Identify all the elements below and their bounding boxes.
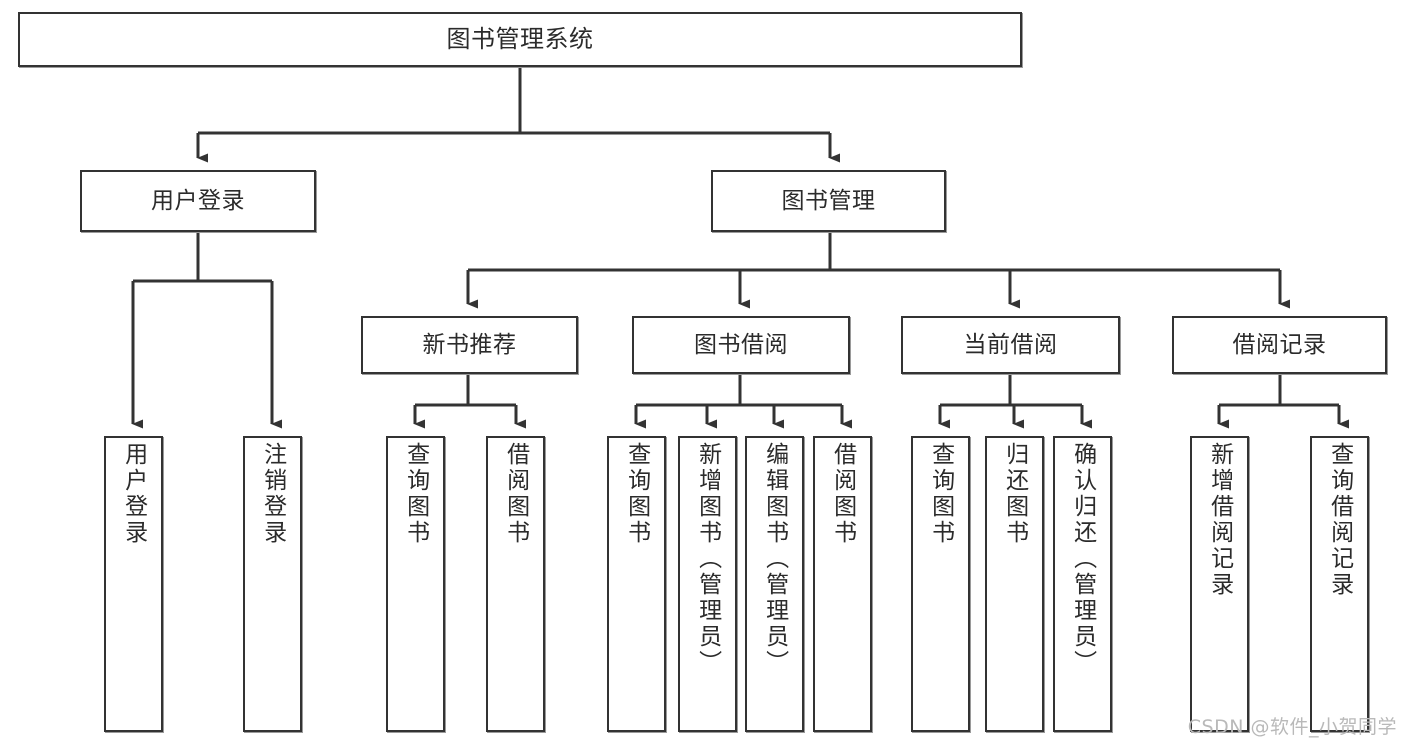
node-leaf-return-book-label: 归还图书 xyxy=(1001,442,1028,546)
node-current-borrow-label: 当前借阅 xyxy=(963,331,1058,358)
node-leaf-query-book-1-label: 查询图书 xyxy=(402,442,429,546)
node-leaf-edit-book-label: 编辑图书（管理员） xyxy=(761,442,788,676)
node-new-book-recommend[interactable]: 新书推荐 xyxy=(361,316,578,374)
node-borrow-record-label: 借阅记录 xyxy=(1232,331,1327,358)
node-leaf-borrow-book-1[interactable]: 借阅图书 xyxy=(486,436,545,732)
node-leaf-query-book-3[interactable]: 查询图书 xyxy=(911,436,970,732)
node-leaf-borrow-book-2-label: 借阅图书 xyxy=(829,442,856,546)
node-root[interactable]: 图书管理系统 xyxy=(18,12,1022,67)
node-leaf-confirm-return-label: 确认归还（管理员） xyxy=(1069,442,1096,676)
node-leaf-edit-book[interactable]: 编辑图书（管理员） xyxy=(745,436,804,732)
node-book-borrow[interactable]: 图书借阅 xyxy=(632,316,850,374)
node-book-manage-label: 图书管理 xyxy=(781,187,876,214)
node-new-book-recommend-label: 新书推荐 xyxy=(422,331,517,358)
node-leaf-logout[interactable]: 注销登录 xyxy=(243,436,302,732)
node-leaf-add-record-label: 新增借阅记录 xyxy=(1206,442,1233,598)
node-leaf-query-book-2[interactable]: 查询图书 xyxy=(607,436,666,732)
node-leaf-query-record-label: 查询借阅记录 xyxy=(1326,442,1353,598)
node-leaf-logout-label: 注销登录 xyxy=(259,442,286,546)
node-leaf-add-book[interactable]: 新增图书（管理员） xyxy=(678,436,737,732)
watermark-text: CSDN @软件_小贺同学 xyxy=(1187,716,1397,738)
node-leaf-user-login[interactable]: 用户登录 xyxy=(104,436,163,732)
node-current-borrow[interactable]: 当前借阅 xyxy=(901,316,1120,374)
node-book-manage[interactable]: 图书管理 xyxy=(711,170,946,232)
node-leaf-query-book-1[interactable]: 查询图书 xyxy=(386,436,445,732)
node-book-borrow-label: 图书借阅 xyxy=(694,331,788,358)
node-leaf-query-book-3-label: 查询图书 xyxy=(927,442,954,546)
node-leaf-borrow-book-2[interactable]: 借阅图书 xyxy=(813,436,872,732)
node-leaf-confirm-return[interactable]: 确认归还（管理员） xyxy=(1053,436,1112,732)
node-user-login[interactable]: 用户登录 xyxy=(80,170,316,232)
node-leaf-query-book-2-label: 查询图书 xyxy=(623,442,650,546)
node-leaf-add-book-label: 新增图书（管理员） xyxy=(694,442,721,676)
node-leaf-borrow-book-1-label: 借阅图书 xyxy=(502,442,529,546)
node-leaf-query-record[interactable]: 查询借阅记录 xyxy=(1310,436,1369,732)
node-leaf-add-record[interactable]: 新增借阅记录 xyxy=(1190,436,1249,732)
node-leaf-user-login-label: 用户登录 xyxy=(120,442,147,546)
node-leaf-return-book[interactable]: 归还图书 xyxy=(985,436,1044,732)
node-root-label: 图书管理系统 xyxy=(446,24,594,53)
node-borrow-record[interactable]: 借阅记录 xyxy=(1172,316,1387,374)
node-user-login-label: 用户登录 xyxy=(151,187,245,214)
